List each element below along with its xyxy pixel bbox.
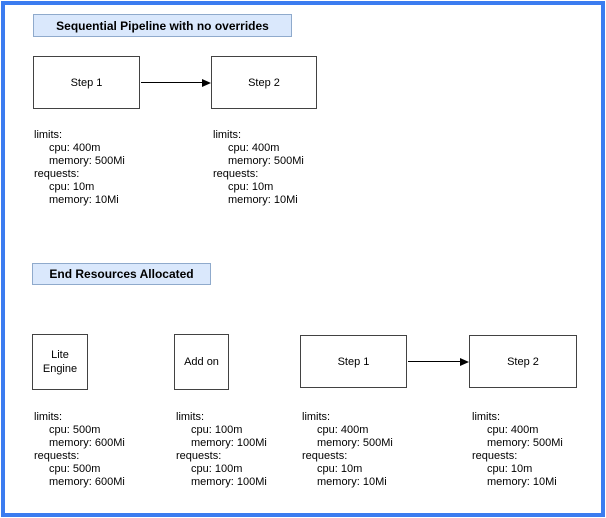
resource-line: limits: [34, 129, 63, 141]
arrowhead-icon [202, 78, 211, 87]
resource-line: memory: 10Mi [49, 194, 119, 206]
resource-line: memory: 100Mi [191, 476, 267, 488]
resource-line: limits: [472, 411, 501, 423]
resource-line: requests: [34, 168, 80, 180]
resource-line: limits: [176, 411, 205, 423]
resource-line: requests: [34, 450, 80, 462]
resource-line: requests: [472, 450, 518, 462]
resource-block-lite-engine: limits: cpu: 500m memory: 600Mi requests… [34, 411, 125, 489]
resource-line: memory: 500Mi [49, 155, 125, 167]
resource-block-step2-top: limits: cpu: 400m memory: 500Mi requests… [213, 129, 304, 207]
resource-line: limits: [302, 411, 331, 423]
resource-line: requests: [302, 450, 348, 462]
resource-line: requests: [213, 168, 259, 180]
node-step2-bottom: Step 2 [469, 335, 577, 388]
resource-block-add-on: limits: cpu: 100m memory: 100Mi requests… [176, 411, 267, 489]
resource-block-step1-top: limits: cpu: 400m memory: 500Mi requests… [34, 129, 125, 207]
node-step2-top: Step 2 [211, 56, 317, 109]
arrow-step1-to-step2-bottom [408, 357, 469, 366]
section2-title: End Resources Allocated [32, 263, 211, 285]
arrow-line [141, 82, 202, 83]
resource-line: requests: [176, 450, 222, 462]
resource-line: cpu: 400m [317, 424, 369, 436]
resource-line: cpu: 400m [228, 142, 280, 154]
resource-line: cpu: 10m [487, 463, 533, 475]
section1-title: Sequential Pipeline with no overrides [33, 14, 292, 37]
resource-line: memory: 100Mi [191, 437, 267, 449]
node-step1-top: Step 1 [33, 56, 140, 109]
resource-line: memory: 500Mi [228, 155, 304, 167]
resource-line: memory: 500Mi [317, 437, 393, 449]
node-lite-engine: Lite Engine [32, 334, 88, 390]
resource-line: cpu: 400m [49, 142, 101, 154]
resource-line: cpu: 400m [487, 424, 539, 436]
resource-line: cpu: 10m [317, 463, 363, 475]
resource-line: memory: 10Mi [228, 194, 298, 206]
resource-line: memory: 600Mi [49, 437, 125, 449]
arrow-step1-to-step2-top [141, 78, 211, 87]
resource-line: cpu: 100m [191, 424, 243, 436]
resource-line: cpu: 500m [49, 463, 101, 475]
resource-line: limits: [213, 129, 242, 141]
resource-line: limits: [34, 411, 63, 423]
arrowhead-icon [460, 357, 469, 366]
node-add-on: Add on [174, 334, 229, 390]
resource-line: cpu: 100m [191, 463, 243, 475]
resource-line: memory: 600Mi [49, 476, 125, 488]
resource-line: memory: 500Mi [487, 437, 563, 449]
resource-line: cpu: 500m [49, 424, 101, 436]
resource-block-step1-bottom: limits: cpu: 400m memory: 500Mi requests… [302, 411, 393, 489]
resource-block-step2-bottom: limits: cpu: 400m memory: 500Mi requests… [472, 411, 563, 489]
resource-line: memory: 10Mi [487, 476, 557, 488]
resource-line: cpu: 10m [228, 181, 274, 193]
arrow-line [408, 361, 460, 362]
node-step1-bottom: Step 1 [300, 335, 407, 388]
resource-line: cpu: 10m [49, 181, 95, 193]
resource-line: memory: 10Mi [317, 476, 387, 488]
